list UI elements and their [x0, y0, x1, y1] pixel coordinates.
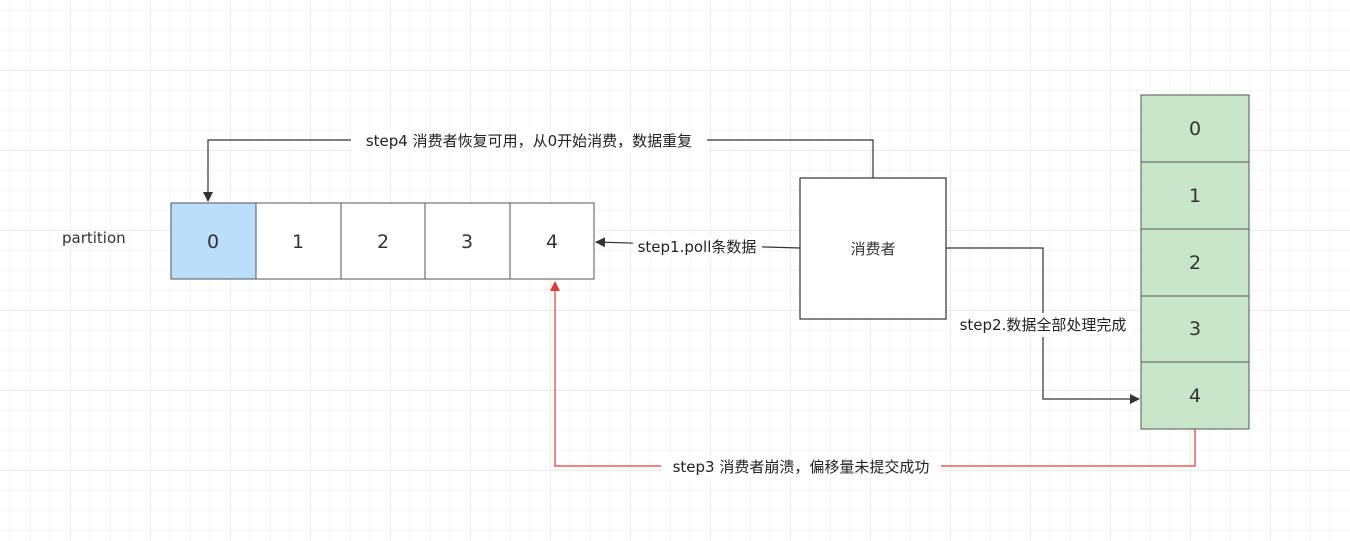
committed-cell-1	[1140, 161, 1250, 230]
partition-cell-2	[340, 202, 426, 280]
step3-edge: step3 消费者崩溃，偏移量未提交成功	[550, 281, 1196, 478]
committed-cell-label-0: 0	[1189, 118, 1201, 140]
step4-edge: step4 消费者恢复可用，从0开始消费，数据重复	[203, 130, 874, 202]
committed-cell-3	[1140, 295, 1250, 363]
step4-label-bg	[351, 130, 707, 152]
committed-cell-label-2: 2	[1189, 252, 1201, 274]
partition-label: partition	[62, 229, 126, 247]
partition-cell-label-0: 0	[207, 231, 219, 253]
consumer-node: 消费者	[799, 177, 947, 320]
partition-cell-1	[255, 202, 342, 280]
step1-label: step1.poll条数据	[638, 238, 757, 256]
committed-cell-label-1: 1	[1189, 185, 1201, 207]
consumer-label: 消费者	[850, 240, 895, 258]
partition-row: 0 1 2 3 4	[170, 202, 595, 280]
consumer-box	[799, 177, 947, 320]
partition-cell-label-4: 4	[546, 231, 558, 253]
partition-cell-label-2: 2	[377, 231, 389, 253]
committed-cell-label-3: 3	[1189, 318, 1201, 340]
committed-column: 0 1 2 3 4	[1140, 94, 1250, 430]
step2-label: step2.数据全部处理完成	[960, 316, 1127, 334]
committed-cell-label-4: 4	[1189, 385, 1201, 407]
committed-cell-4	[1140, 361, 1250, 430]
step2-label-bg	[954, 313, 1133, 337]
step1-edge: step1.poll条数据	[595, 236, 801, 258]
partition-cell-label-3: 3	[461, 231, 473, 253]
step2-edge: step2.数据全部处理完成	[946, 247, 1140, 404]
step4-label: step4 消费者恢复可用，从0开始消费，数据重复	[366, 132, 692, 150]
partition-cell-0	[170, 202, 257, 280]
step3-label-bg	[661, 456, 941, 478]
step1-label-bg	[633, 236, 762, 258]
partition-cell-4	[509, 202, 595, 280]
step3-label: step3 消费者崩溃，偏移量未提交成功	[673, 458, 930, 476]
partition-cell-3	[424, 202, 511, 280]
partition-cell-label-1: 1	[292, 231, 304, 253]
